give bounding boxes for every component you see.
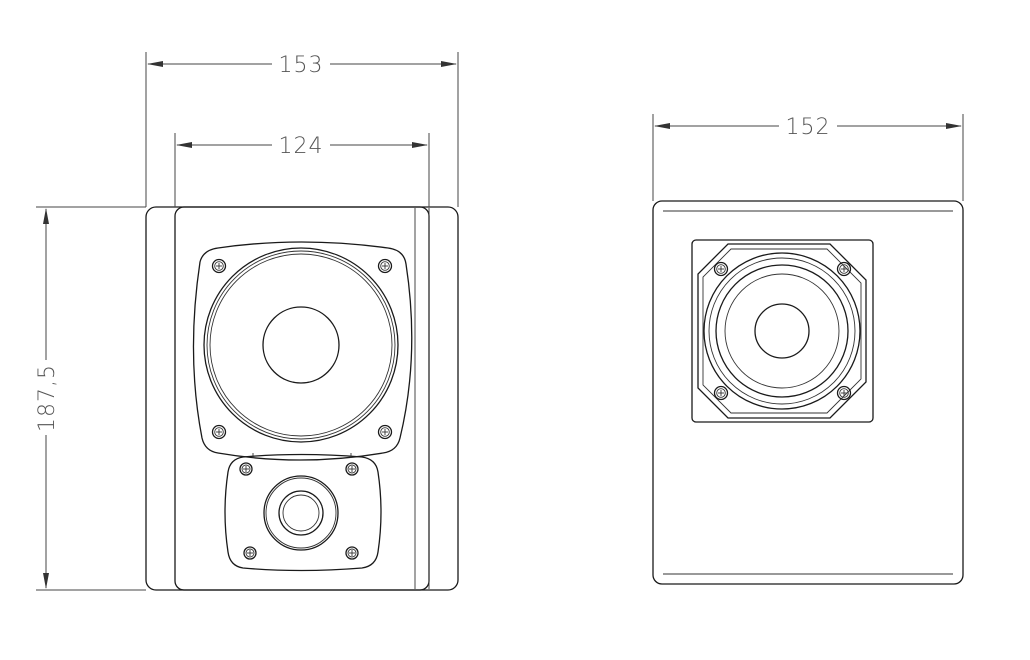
tweeter-screw xyxy=(345,546,359,560)
dimension-height: 187,5 xyxy=(35,206,146,591)
tweeter-screw xyxy=(239,462,253,476)
woofer-surround xyxy=(203,247,399,443)
woofer-dust-cap xyxy=(262,306,340,384)
side-cabinet-outline xyxy=(652,200,964,585)
woofer-screw xyxy=(211,258,227,274)
dimension-front-outer-width: 153 xyxy=(145,52,459,207)
tweeter-waveguide xyxy=(263,475,339,551)
tweeter-dome xyxy=(278,490,324,536)
dimension-label-152: 152 xyxy=(786,115,831,140)
side-driver-frame xyxy=(697,243,867,419)
woofer-mounting-plate xyxy=(192,241,413,461)
front-cabinet-outline xyxy=(145,206,459,591)
tweeter-screw xyxy=(345,462,359,476)
dimension-front-baffle-width: 124 xyxy=(174,133,430,207)
front-view xyxy=(145,206,459,591)
dimension-side-depth: 152 xyxy=(652,114,964,201)
side-driver-surround xyxy=(703,252,861,410)
woofer-screw xyxy=(211,424,227,440)
tweeter-faceplate xyxy=(224,453,382,572)
side-driver-screw xyxy=(713,261,729,277)
dimension-label-153: 153 xyxy=(279,53,324,78)
tweeter-screw xyxy=(243,546,257,560)
woofer-screw xyxy=(377,258,393,274)
side-driver-plate xyxy=(691,239,874,423)
side-view xyxy=(652,200,964,585)
side-driver-dust-cap xyxy=(754,303,810,359)
side-driver-screw xyxy=(836,385,852,401)
woofer-screw xyxy=(377,424,393,440)
side-driver-screw xyxy=(713,385,729,401)
dimension-label-124: 124 xyxy=(279,134,324,159)
dimension-label-187-5: 187,5 xyxy=(35,364,60,432)
side-driver-screw xyxy=(836,261,852,277)
